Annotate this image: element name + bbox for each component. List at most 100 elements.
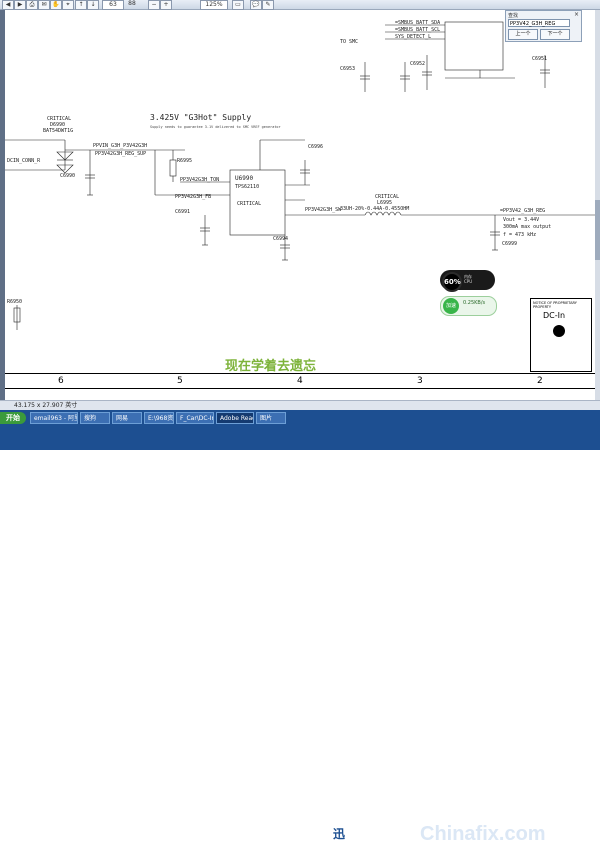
apple-logo-icon [553,325,565,337]
title-block-name: DC-In [543,311,566,320]
app-toolbar: ◀ ▶ ⎙ ✉ ✋ ⌖ ↑ ↓ 63 88 − + 125% ▭ 💬 ✎ [0,0,600,10]
schematic-drawing: =SMBUS_BATT_SDA =SMBUS_BATT_SCL SYS_DETE… [5,20,595,330]
highlight-icon[interactable]: ✎ [262,0,274,10]
task-item[interactable]: 图片 [256,412,286,424]
column-labels: 6 5 4 3 2 [5,373,595,389]
zoom-select[interactable]: 125% [200,0,228,10]
close-icon[interactable]: × [574,11,580,18]
back-icon[interactable]: ◀ [2,0,14,10]
comment-icon[interactable]: 💬 [250,0,262,10]
system-monitor-widget[interactable]: 60% 内存 CPU 加速 0.25KB/s [440,270,497,318]
next-page-icon[interactable]: ↓ [87,0,99,10]
label-battery-critical: CRITICAL [47,116,71,122]
label-d6990: D6990 [50,122,65,128]
find-panel-title: 查找 [508,13,519,19]
widget-text: 内存 CPU [464,274,472,284]
forward-icon[interactable]: ▶ [14,0,26,10]
label-ton: PP3V42G3H_TON [180,177,219,183]
label-vout: Vout = 3.44V [503,217,539,223]
column-label: 5 [177,376,183,386]
label-u6990-part: TPS62110 [235,184,259,190]
watermark: 迅 迅维网 Chinafix.com [330,822,546,846]
windows-taskbar: 开始 email963 - 阿里 搜狗 网易 E:\968资源 F_Car\DC… [0,410,600,846]
watermark-en: Chinafix.com [420,822,546,845]
page-number-input[interactable]: 63 [102,0,124,10]
schematic-title: 3.425V "G3Hot" Supply [150,113,251,122]
label-smbus-sda: =SMBUS_BATT_SDA [395,20,440,26]
page-total: 88 [128,0,136,7]
label-freq: f = 473 kHz [503,232,536,238]
watermark-cn: 迅维网 [352,825,406,846]
title-block: NOTICE OF PROPRIETARY PROPERTY DC-In [530,298,592,372]
memory-percent: 60% [442,272,462,292]
column-label: 3 [417,376,423,386]
find-input[interactable]: PP3V42_G3H_REG [508,19,570,27]
label-bat54: BAT54DWT1G [43,128,73,134]
document-canvas[interactable]: =SMBUS_BATT_SDA =SMBUS_BATT_SCL SYS_DETE… [5,10,595,400]
column-label: 4 [297,376,303,386]
label-reg-in: PPVIN_G3H_P3V42G3H [93,143,147,149]
label-l6995-critical: CRITICAL [375,194,399,200]
mail-icon[interactable]: ✉ [38,0,50,10]
status-bar: 43.175 x 27.907 英寸 [0,400,600,411]
label-sw: PP3V42G3H_SW [305,207,342,213]
diode-d6990-b [56,164,74,174]
label-output-net: =PP3V42_G3H_REG [500,208,545,214]
select-icon[interactable]: ⌖ [62,0,74,10]
memory-widget[interactable]: 60% 内存 CPU [440,270,495,292]
title-block-notice: NOTICE OF PROPRIETARY PROPERTY [533,301,577,309]
label-l6995: L6995 [377,200,392,206]
find-prev-button[interactable]: 上一个 [508,29,538,40]
label-dcin-conn: DCIN_CONN_R [7,158,41,164]
column-label: 2 [537,376,543,386]
fit-page-icon[interactable]: ▭ [232,0,244,10]
speed-value: 0.25KB/s [463,300,486,306]
hand-icon[interactable]: ✋ [50,0,62,10]
widget-line1: 内存 [464,274,472,279]
chinafix-logo-icon: 迅 [330,825,348,843]
speed-widget[interactable]: 加速 0.25KB/s [440,296,497,316]
prev-page-icon[interactable]: ↑ [75,0,87,10]
page-dimensions: 43.175 x 27.907 英寸 [14,402,78,409]
label-c6994: C6994 [273,236,288,242]
print-icon[interactable]: ⎙ [26,0,38,10]
find-panel: 查找 × PP3V42_G3H_REG 上一个 下一个 [505,10,582,42]
task-item[interactable]: E:\968资源 [144,412,174,424]
label-r6950: R6950 [7,299,22,305]
speed-label: 加速 [443,298,459,314]
diode-d6990-a [56,151,74,161]
label-r6995: R6995 [177,158,192,164]
regulator-u6990 [229,169,286,236]
label-c6952: C6952 [410,61,425,67]
schematic-subtitle: Supply needs to guarantee 3.1V delivered… [150,125,281,129]
task-item[interactable]: 网易 [112,412,142,424]
label-sys-detect: SYS_DETECT_L [395,34,431,40]
zoom-out-icon[interactable]: − [148,0,160,10]
task-item[interactable]: email963 - 阿里 [30,412,78,424]
task-item[interactable]: F_Car\DC-Inn [176,412,214,424]
label-to-smc: TO SMC [340,39,358,45]
find-next-button[interactable]: 下一个 [540,29,570,40]
label-iout: 300mA max output [503,224,551,230]
label-c6951: C6951 [532,56,547,62]
label-c6991: C6991 [175,209,190,215]
label-smbus-scl: =SMBUS_BATT_SCL [395,27,440,33]
connector-j6950 [444,21,504,71]
scrollbar-thumb[interactable] [595,200,600,260]
zoom-in-icon[interactable]: + [160,0,172,10]
task-item-active[interactable]: Adobe Read [216,412,254,424]
label-u6990-critical: CRITICAL [237,201,261,207]
widget-line2: CPU [464,279,473,284]
left-nav-rail[interactable] [0,10,5,400]
overlay-text: 现在学着去遗忘 [225,359,317,374]
column-label: 6 [58,376,64,386]
label-reg-sup: PP3V42G3H_REG_SUP [95,151,146,157]
label-c6990: C6990 [60,173,75,179]
task-item[interactable]: 搜狗 [80,412,110,424]
label-c6996: C6996 [308,144,323,150]
label-c6953: C6953 [340,66,355,72]
start-button[interactable]: 开始 [0,412,26,424]
label-l6995-value: 33UH-20%-0.44A-0.455OHM [340,206,409,212]
label-fb: PP3V42G3H_FB [175,194,211,200]
label-u6990: U6990 [235,175,253,182]
